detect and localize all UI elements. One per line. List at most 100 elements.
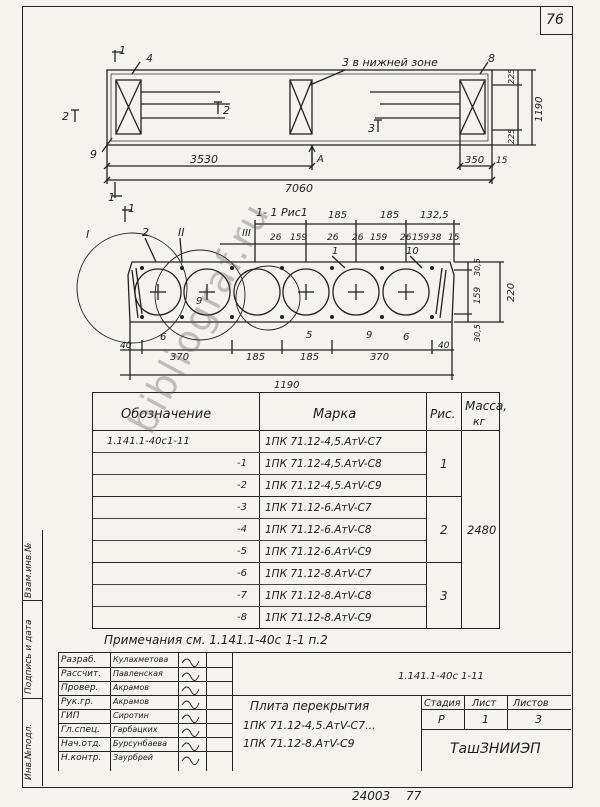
side-stamp bbox=[22, 530, 43, 786]
person-name: Бурсунбаева bbox=[113, 739, 168, 748]
signatures bbox=[181, 658, 200, 765]
section-title: 1- 1 Рис1 bbox=[256, 206, 308, 219]
role: Провер. bbox=[61, 683, 99, 693]
role: Гл.спец. bbox=[61, 725, 100, 735]
section-mark: 3 bbox=[368, 122, 375, 135]
note-bottom-zone: 3 в нижней зоне bbox=[342, 56, 438, 69]
section-mark: 1 bbox=[108, 191, 115, 204]
row-designation: -7 bbox=[237, 590, 247, 601]
dim-text: 3530 bbox=[190, 153, 218, 166]
stage-label: Стадия bbox=[424, 698, 461, 709]
callout-II: II bbox=[178, 226, 185, 239]
dim-text: 15 bbox=[496, 156, 508, 166]
dim-text: 38 bbox=[430, 233, 442, 243]
header-mark: Марка bbox=[313, 407, 357, 422]
row-mark: 1ПК 71.12-6.АтV-С8 bbox=[265, 524, 372, 536]
drawing-frame bbox=[22, 6, 573, 788]
dim-text: 350 bbox=[465, 155, 484, 166]
dim-text: 159 bbox=[290, 233, 307, 243]
dim-text: 26 bbox=[270, 233, 282, 243]
spec-table: Обозначение Марка Рис. Масса, кг 1.141.1… bbox=[92, 392, 507, 629]
dim-text: 370 bbox=[170, 352, 189, 363]
fig-group: 2 bbox=[440, 523, 448, 537]
row-mark: 1ПК 71.12-8.АтV-С8 bbox=[265, 590, 372, 602]
section-mark: 2 bbox=[62, 110, 69, 123]
view-a-label: А bbox=[316, 154, 324, 165]
role: Н.контр. bbox=[61, 753, 102, 763]
dim-text: 7060 bbox=[285, 182, 313, 195]
dim-text: 26 bbox=[352, 233, 364, 243]
dim-text: 40 bbox=[438, 341, 450, 351]
sheets-value: 3 bbox=[535, 713, 542, 726]
dim-text: 370 bbox=[370, 352, 389, 363]
dim-text: 132,5 bbox=[420, 210, 449, 221]
person-name: Заурбрей bbox=[113, 753, 153, 762]
organization: ТашЗНИИЭП bbox=[450, 741, 541, 757]
side-stamp-inv-podl: Инв.№подл. bbox=[24, 723, 34, 780]
person-name: Павленская bbox=[113, 669, 163, 678]
title-line2: 1ПК 71.12-4,5.АтV-С7... bbox=[243, 719, 376, 732]
callout-10: 10 bbox=[406, 246, 419, 257]
header-mass-unit: кг bbox=[473, 415, 486, 428]
row-mark: 1ПК 71.12-4,5.АтV-С7 bbox=[265, 436, 382, 448]
doc-code: 1.141.1-40с 1-11 bbox=[398, 671, 484, 682]
dim-text: 26 bbox=[400, 233, 412, 243]
role: Нач.отд. bbox=[61, 739, 102, 749]
callout-III: III bbox=[242, 228, 251, 239]
row-designation: 1.141.1-40с1-11 bbox=[107, 436, 190, 447]
callout-8: 8 bbox=[488, 52, 495, 65]
header-fig: Рис. bbox=[430, 407, 456, 421]
title-line1: Плита перекрытия bbox=[250, 699, 370, 713]
mass-value: 2480 bbox=[467, 523, 497, 537]
side-stamp-podpis-data: Подпись и дата bbox=[24, 619, 34, 694]
callout-I: I bbox=[86, 228, 89, 241]
callout-9: 9 bbox=[196, 296, 202, 307]
dim-text: 1190 bbox=[274, 380, 299, 391]
side-stamp-vzam-inv: Взам.инв.№ bbox=[24, 542, 34, 598]
role: Рук.гр. bbox=[61, 697, 94, 707]
person-name: Кулахметова bbox=[113, 655, 169, 664]
row-mark: 1ПК 71.12-4,5.АтV-С8 bbox=[265, 458, 382, 470]
note: Примечания см. 1.141.1-40с 1-1 п.2 bbox=[104, 633, 328, 647]
dim-text: 1190 bbox=[534, 97, 545, 122]
dim-text: 40 bbox=[120, 341, 132, 351]
dim-text: 185 bbox=[246, 352, 265, 363]
stage-value: Р bbox=[438, 713, 445, 726]
dim-text: 185 bbox=[328, 210, 347, 221]
sheet-number: 76 bbox=[546, 12, 564, 28]
fig-group: 1 bbox=[440, 457, 448, 471]
header-designation: Обозначение bbox=[121, 407, 212, 422]
dim-text: 225 bbox=[507, 69, 516, 84]
section-mark: 1 bbox=[119, 44, 126, 57]
dim-text: 30,5 bbox=[473, 258, 482, 276]
callout-9: 9 bbox=[366, 330, 372, 341]
callout-5: 5 bbox=[306, 330, 312, 341]
callout-6: 6 bbox=[160, 332, 166, 343]
sheet-value: 1 bbox=[482, 713, 489, 726]
row-designation: -3 bbox=[237, 502, 247, 513]
row-mark: 1ПК 71.12-4,5.АтV-С9 bbox=[265, 480, 382, 492]
callout-1: 1 bbox=[332, 246, 338, 257]
callout-9: 9 bbox=[90, 148, 97, 161]
row-mark: 1ПК 71.12-6.АтV-С9 bbox=[265, 546, 372, 558]
row-designation: -4 bbox=[237, 524, 247, 535]
role: Разраб. bbox=[61, 655, 97, 665]
dim-text: 225 bbox=[507, 129, 516, 144]
role: ГИП bbox=[61, 711, 80, 721]
row-designation: -1 bbox=[237, 458, 247, 469]
dim-text: 159 bbox=[370, 233, 387, 243]
person-name: Гарбацких bbox=[113, 725, 158, 734]
title-block: 1.141.1-40с 1-11 Разраб. Рассчит. Провер… bbox=[58, 652, 571, 771]
person-name: Акрамов bbox=[113, 697, 149, 706]
person-name: Сиротин bbox=[113, 711, 149, 720]
sheet-label: Лист bbox=[472, 698, 497, 709]
person-name: Акрамов bbox=[113, 683, 149, 692]
dim-text: 185 bbox=[300, 352, 319, 363]
dim-text: 30,5 bbox=[473, 324, 482, 342]
cross-section-view: 1 1- 1 Рис1 I 2 II III 185 185 132,5 26 … bbox=[76, 202, 517, 391]
plan-view: 3 в нижней зоне 1 4 8 2 2 3 9 А 3530 706… bbox=[62, 44, 545, 204]
page-bottom-right: 77 bbox=[406, 789, 422, 803]
callout-4: 4 bbox=[146, 52, 153, 65]
dim-text: 159 bbox=[473, 287, 483, 304]
